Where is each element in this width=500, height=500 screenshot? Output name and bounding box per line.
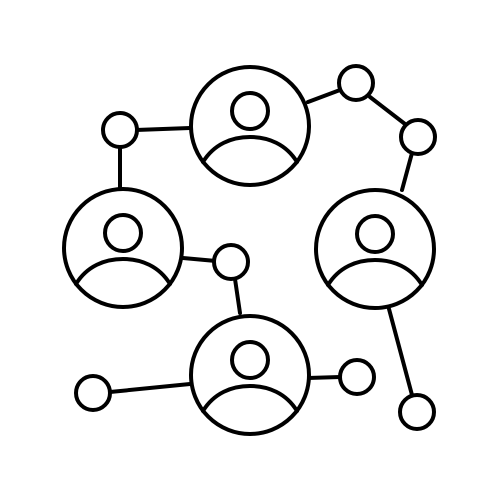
- link-middle-node-to-bottom-person: [233, 277, 242, 315]
- link-right-person-to-bottom-right-node: [387, 307, 414, 397]
- link-top-person-to-left-node: [134, 126, 192, 132]
- person-left: [62, 187, 184, 309]
- node-bottom-left: [74, 374, 112, 412]
- node-top-right: [337, 64, 375, 102]
- person-circle-bottom: [189, 314, 311, 436]
- link-right-node-to-right-person: [400, 151, 414, 192]
- user-shoulders-icon: [201, 384, 299, 413]
- node-middle: [212, 243, 250, 281]
- user-head-icon: [230, 340, 270, 380]
- link-bottom-person-to-right-small-node: [306, 375, 342, 380]
- link-top-right-node-to-right-node: [368, 95, 407, 126]
- person-top: [189, 65, 311, 187]
- node-bottom-right-small: [338, 358, 376, 396]
- user-shoulders-icon: [326, 258, 424, 287]
- node-right: [399, 118, 437, 156]
- user-head-icon: [103, 213, 143, 253]
- link-top-person-to-top-right-node: [306, 88, 342, 104]
- user-head-icon: [355, 214, 395, 254]
- person-right: [314, 188, 436, 310]
- user-shoulders-icon: [201, 135, 299, 164]
- person-circle-right: [314, 188, 436, 310]
- small-nodes: [74, 64, 437, 431]
- person-bottom: [189, 314, 311, 436]
- user-shoulders-icon: [74, 257, 172, 286]
- node-bottom-right: [398, 393, 436, 431]
- person-circle-left: [62, 187, 184, 309]
- node-left-top: [101, 111, 139, 149]
- user-head-icon: [230, 91, 270, 131]
- person-circle-top: [189, 65, 311, 187]
- link-bottom-person-to-left-small-node: [108, 382, 192, 394]
- connection-lines: [108, 88, 414, 397]
- link-left-person-to-middle-node: [181, 256, 218, 263]
